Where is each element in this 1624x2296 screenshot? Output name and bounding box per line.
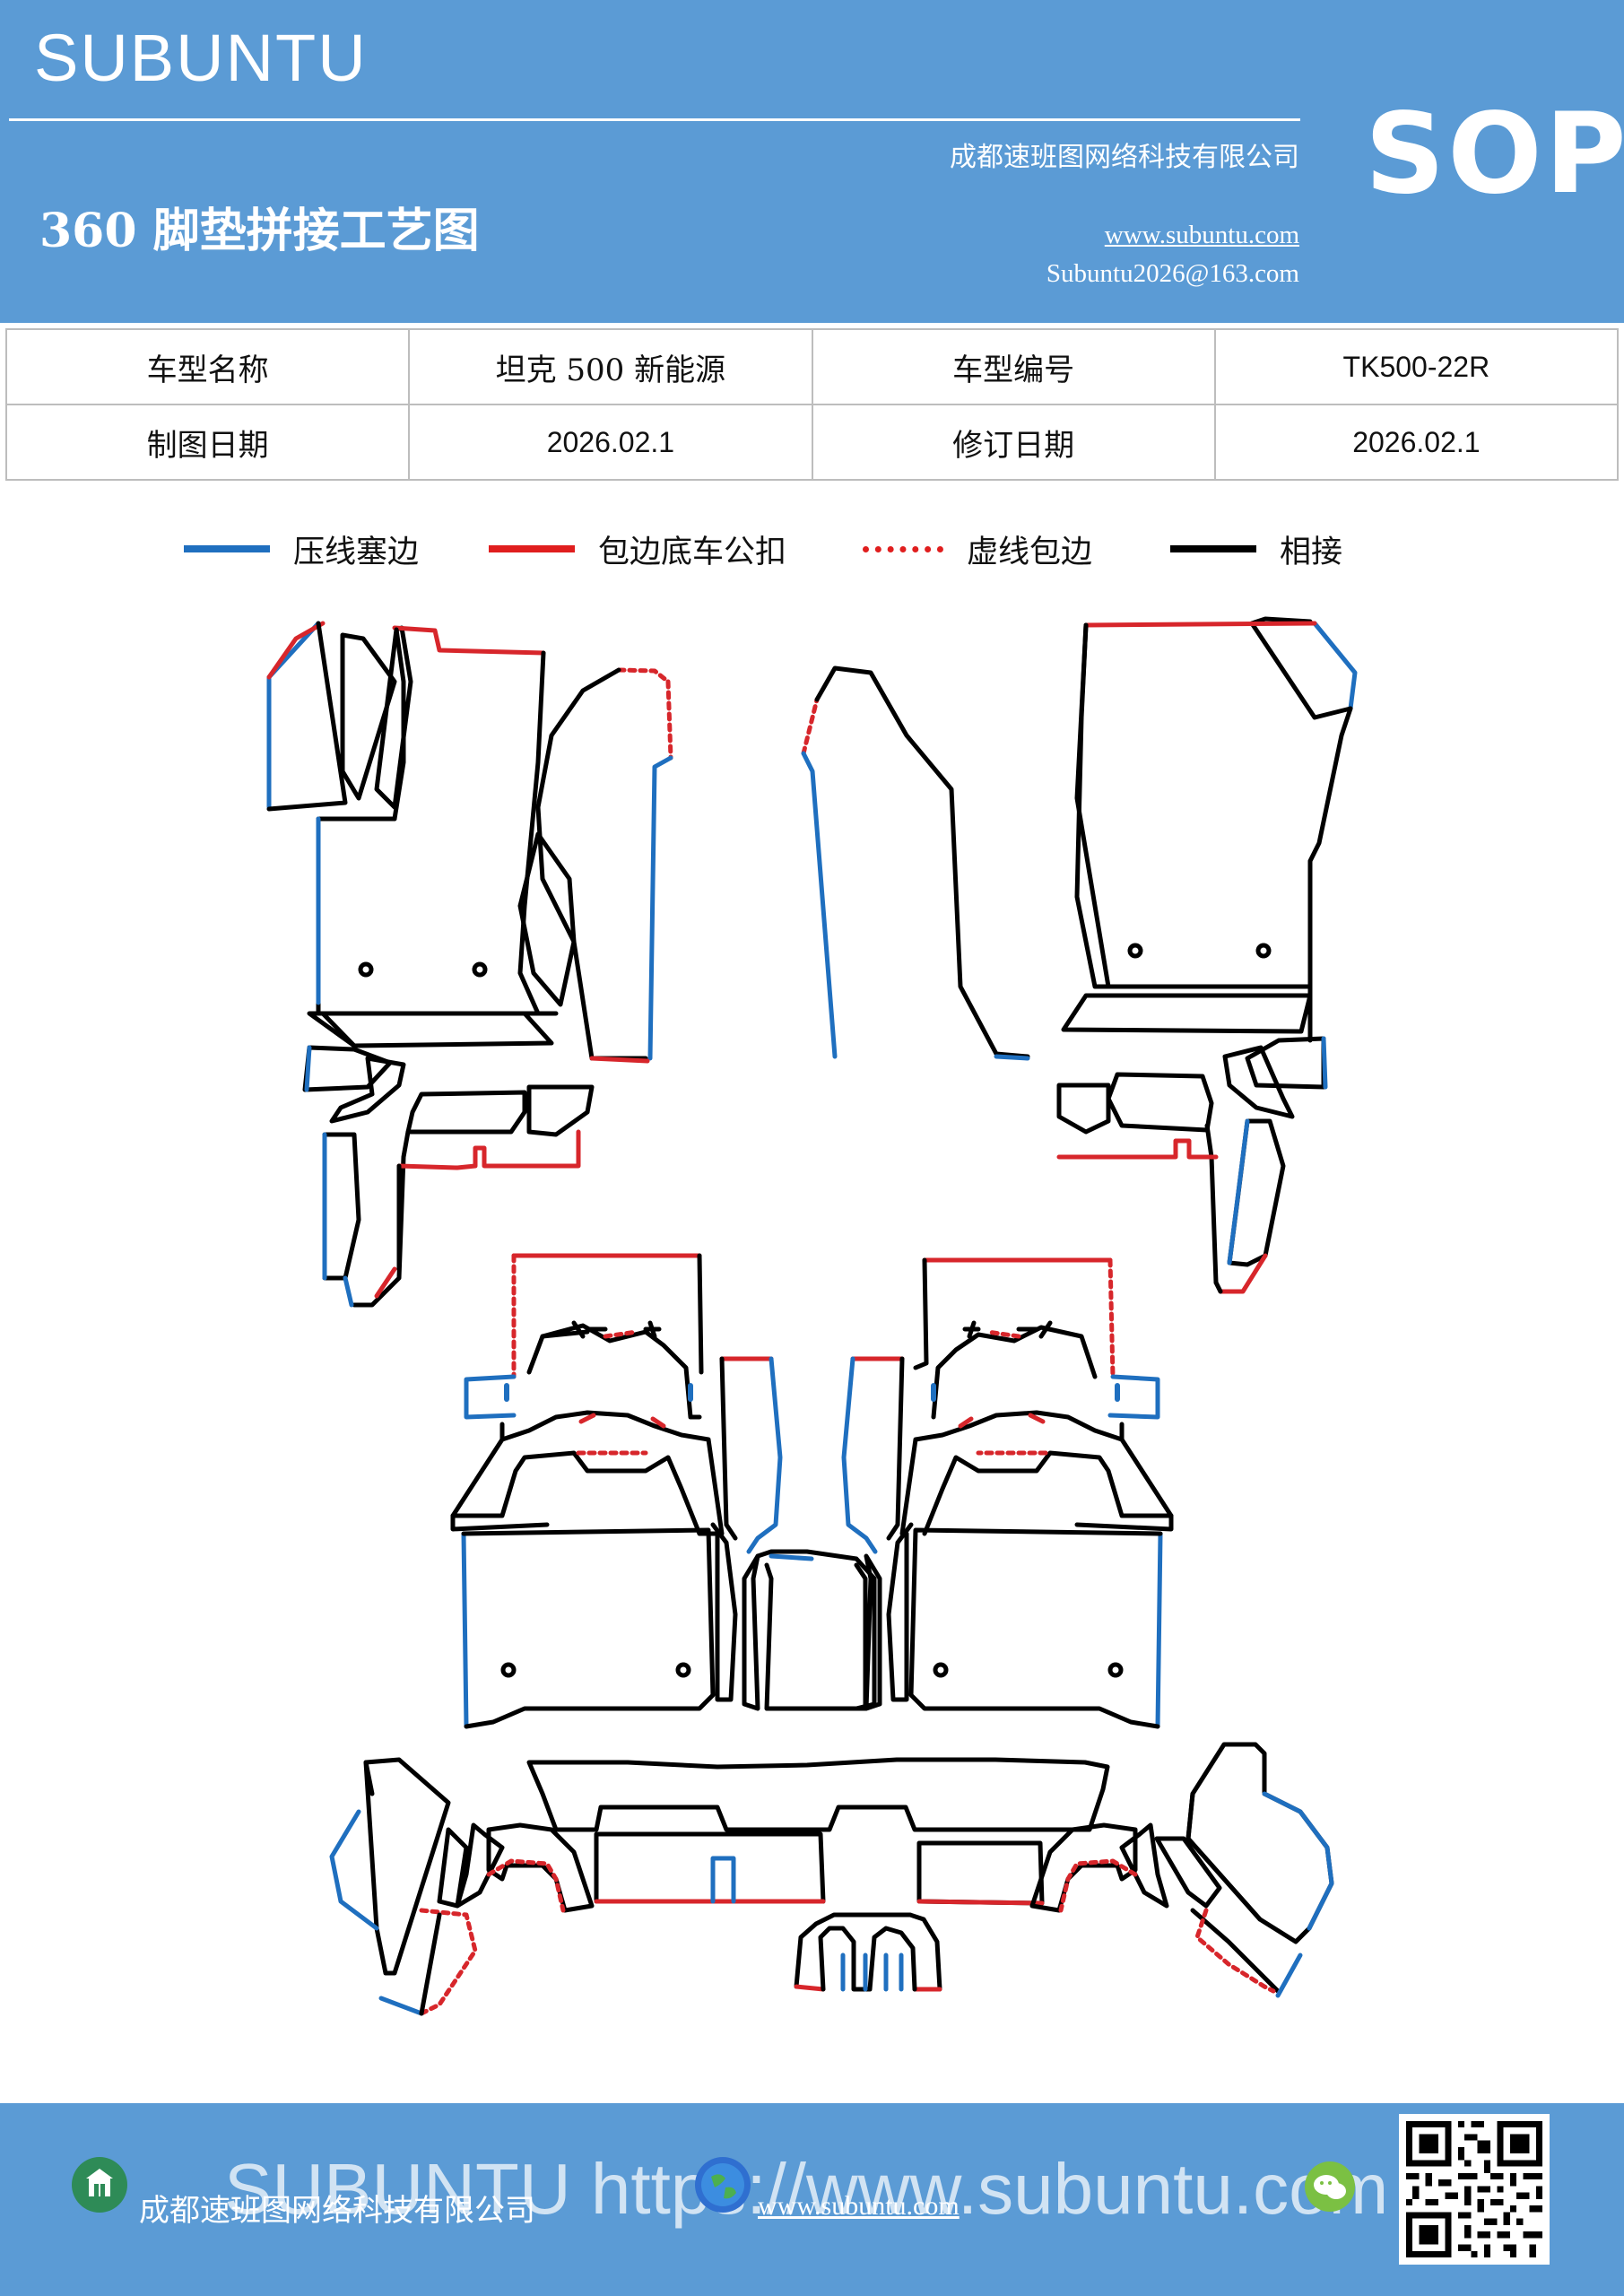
model-code-value: TK500-22R [1213, 328, 1620, 405]
revision-date-value: 2026.02.1 [1213, 404, 1620, 481]
footer-company-name: 成都速班图网络科技有限公司 [139, 2193, 535, 2229]
page-title: 360 脚垫拼接工艺图 [39, 204, 480, 258]
sop-badge: SOP [1365, 90, 1624, 219]
company-name: 成都速班图网络科技有限公司 [950, 142, 1299, 173]
front-left-mat [266, 621, 673, 1308]
header-banner: SUBUNTU 360 脚垫拼接工艺图 成都速班图网络科技有限公司 www.su… [0, 0, 1624, 323]
footer-watermark: SUBUNTU https://www.subuntu.com [224, 2149, 1389, 2229]
legend-label: 虚线包边 [967, 534, 1093, 570]
table-row: 车型名称 坦克 500 新能源 车型编号 TK500-22R [4, 328, 1620, 405]
qr-code [1399, 2114, 1550, 2265]
revision-date-label: 修订日期 [811, 404, 1216, 481]
rear-left-mat [450, 1253, 877, 1729]
legend-swatch-blue [184, 545, 270, 552]
model-name-value: 坦克 500 新能源 [408, 328, 813, 405]
legend-item-dotted-edge: 虚线包边 [863, 522, 1092, 576]
globe-icon [695, 2157, 751, 2213]
website-link[interactable]: www.subuntu.com [1104, 221, 1299, 249]
footer-banner: SUBUNTU https://www.subuntu.com 成都速班图网络科… [0, 2103, 1624, 2296]
front-right-mat [801, 616, 1358, 1294]
footer-website-link[interactable]: www.subuntu.com [758, 2191, 960, 2221]
legend-item-joined: 相接 [1170, 522, 1342, 576]
draw-date-label: 制图日期 [4, 404, 411, 481]
legend-swatch-red-dotted [863, 545, 943, 552]
legend-label: 相接 [1280, 534, 1343, 570]
wechat-icon [1305, 2161, 1355, 2212]
model-code-label: 车型编号 [811, 328, 1216, 405]
building-icon [72, 2157, 127, 2213]
legend-swatch-red [489, 545, 575, 552]
email-address[interactable]: Subuntu2026@163.com [1046, 259, 1299, 288]
brand-name: SUBUNTU [34, 21, 368, 95]
legend-swatch-black [1170, 545, 1256, 552]
rear-right-mat [841, 1257, 1174, 1729]
header-divider [9, 118, 1300, 121]
floor-mat-diagram [266, 616, 1358, 2016]
model-name-label: 车型名称 [4, 328, 411, 405]
legend-item-edge-clip: 包边底车公扣 [489, 522, 786, 576]
legend-label: 包边底车公扣 [598, 534, 787, 570]
legend-label: 压线塞边 [293, 534, 420, 570]
third-row-mats [329, 1742, 1334, 2016]
legend-item-press-line: 压线塞边 [184, 522, 419, 576]
vehicle-info-table: 车型名称 坦克 500 新能源 车型编号 TK500-22R 制图日期 2026… [4, 328, 1620, 481]
table-row: 制图日期 2026.02.1 修订日期 2026.02.1 [4, 404, 1620, 481]
draw-date-value: 2026.02.1 [408, 404, 813, 481]
